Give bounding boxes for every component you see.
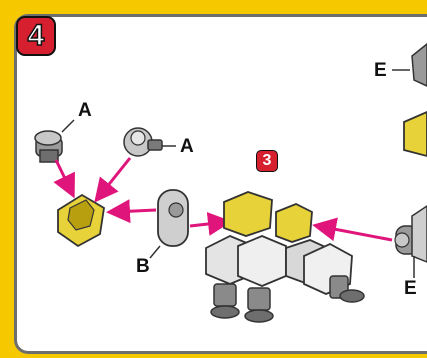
connector-a-right: [123, 127, 163, 157]
right-side-parts: [394, 43, 427, 263]
leader-b: [149, 245, 161, 259]
label-part-a-top: A: [78, 100, 92, 121]
arrow-a-to-cube: [53, 159, 75, 199]
arrow-b-to-cube: [106, 199, 157, 224]
label-part-b: B: [136, 256, 150, 277]
leader-a-left: [61, 119, 75, 133]
sub-step-number: 3: [262, 152, 272, 169]
label-part-e-top: E: [374, 60, 387, 81]
connector-a-left: [34, 130, 63, 163]
yellow-cube-left: [57, 193, 105, 248]
arrow-right-to-assembly: [312, 217, 393, 242]
arrow-a-right-to-cube: [94, 157, 132, 203]
arrow-b-to-assembly: [189, 212, 232, 236]
label-part-e-bottom: E: [404, 278, 417, 299]
step-number: 4: [27, 18, 45, 53]
robot-assembly: [205, 191, 365, 323]
label-part-a-right: A: [180, 136, 194, 157]
step-number-badge: 4: [16, 16, 56, 56]
part-b: [157, 189, 189, 247]
sub-step-badge: 3: [256, 150, 278, 172]
